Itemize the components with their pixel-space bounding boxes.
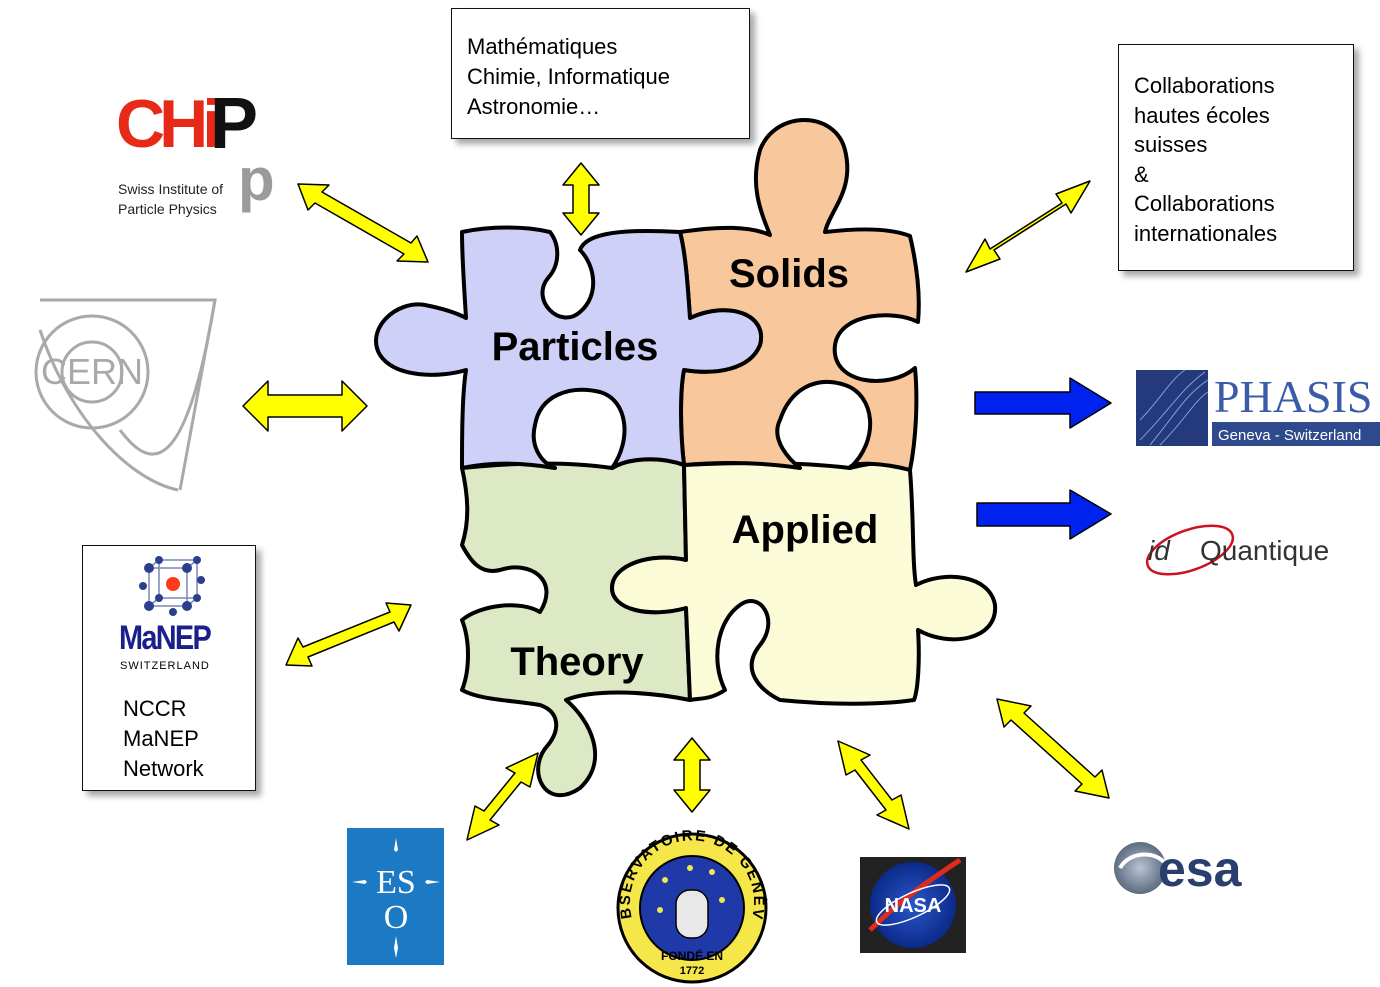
svg-text:p: p xyxy=(238,146,275,213)
idquantique-logo: id Quantique xyxy=(1145,524,1329,576)
arrow-collaborations xyxy=(965,180,1091,273)
phasis-name: PHASIS xyxy=(1214,371,1373,422)
collab-line-3: suisses xyxy=(1134,132,1208,157)
phasis-logo: PHASIS Geneva - Switzerland xyxy=(1136,369,1380,446)
arrow-phasis xyxy=(974,377,1112,429)
label-solids: Solids xyxy=(729,252,849,296)
disciplines-line-2: Chimie, Informatique xyxy=(467,64,670,89)
puzzle-piece-theory xyxy=(460,457,692,797)
manep-logo-name: MaNEP xyxy=(119,619,212,657)
manep-logo-country: SWITZERLAND xyxy=(120,660,210,672)
collab-line-1: Collaborations xyxy=(1134,73,1275,98)
label-theory: Theory xyxy=(510,640,644,684)
arrow-chipp xyxy=(297,183,429,263)
arrow-cern xyxy=(242,380,368,432)
puzzle-piece-particles xyxy=(374,225,764,470)
disciplines-box: Mathématiques Chimie, Informatique Astro… xyxy=(451,8,750,139)
manep-line-3: Network xyxy=(123,756,204,781)
chipp-subtitle-2: Particle Physics xyxy=(118,201,217,217)
svg-text:P: P xyxy=(210,84,258,164)
arrow-idquantique xyxy=(976,489,1112,540)
manep-line-1: NCCR xyxy=(123,696,187,721)
esa-logo: esa xyxy=(1114,841,1243,897)
idq-id: id xyxy=(1148,535,1171,566)
nasa-logo: NASA xyxy=(860,857,966,953)
chipp-logo: CHi P p Swiss Institute of Particle Phys… xyxy=(116,84,275,217)
disciplines-line-3: Astronomie… xyxy=(467,94,601,119)
disciplines-line-1: Mathématiques xyxy=(467,34,618,59)
collab-line-6: internationales xyxy=(1134,220,1278,246)
collaborations-box: Collaborations hautes écoles suisses & C… xyxy=(1118,44,1354,271)
puzzle-piece-applied xyxy=(610,460,998,706)
label-applied: Applied xyxy=(732,508,879,552)
manep-box: MaNEP SWITZERLAND NCCR MaNEP Network xyxy=(82,545,256,791)
esa-text: esa xyxy=(1158,841,1243,897)
collab-line-4: & xyxy=(1134,161,1149,187)
eso-text: ES xyxy=(376,864,416,901)
collab-line-2: hautes écoles xyxy=(1134,102,1270,128)
arrow-nasa xyxy=(837,740,910,830)
cern-text: CERN xyxy=(41,351,143,392)
manep-line-2: MaNEP xyxy=(123,726,199,751)
arrow-observatoire xyxy=(673,737,711,813)
eso-logo: ES O xyxy=(347,828,444,965)
arrow-manep xyxy=(285,602,412,667)
nasa-text: NASA xyxy=(885,895,942,917)
arrow-esa xyxy=(996,698,1110,799)
cern-logo xyxy=(34,298,217,492)
arrow-eso xyxy=(466,752,539,841)
observatoire-year: 1772 xyxy=(680,965,704,977)
svg-text:CHi: CHi xyxy=(116,86,217,162)
collab-line-5: Collaborations xyxy=(1134,191,1275,216)
observatoire-founded: FONDÉ EN xyxy=(661,948,723,963)
label-particles: Particles xyxy=(492,325,659,369)
idq-name: Quantique xyxy=(1200,535,1329,566)
phasis-tagline: Geneva - Switzerland xyxy=(1218,427,1361,444)
eso-o: O xyxy=(384,899,409,936)
chipp-subtitle-1: Swiss Institute of xyxy=(118,181,223,197)
arrow-top-disciplines xyxy=(562,162,600,236)
manep-crystal-icon xyxy=(139,556,205,616)
